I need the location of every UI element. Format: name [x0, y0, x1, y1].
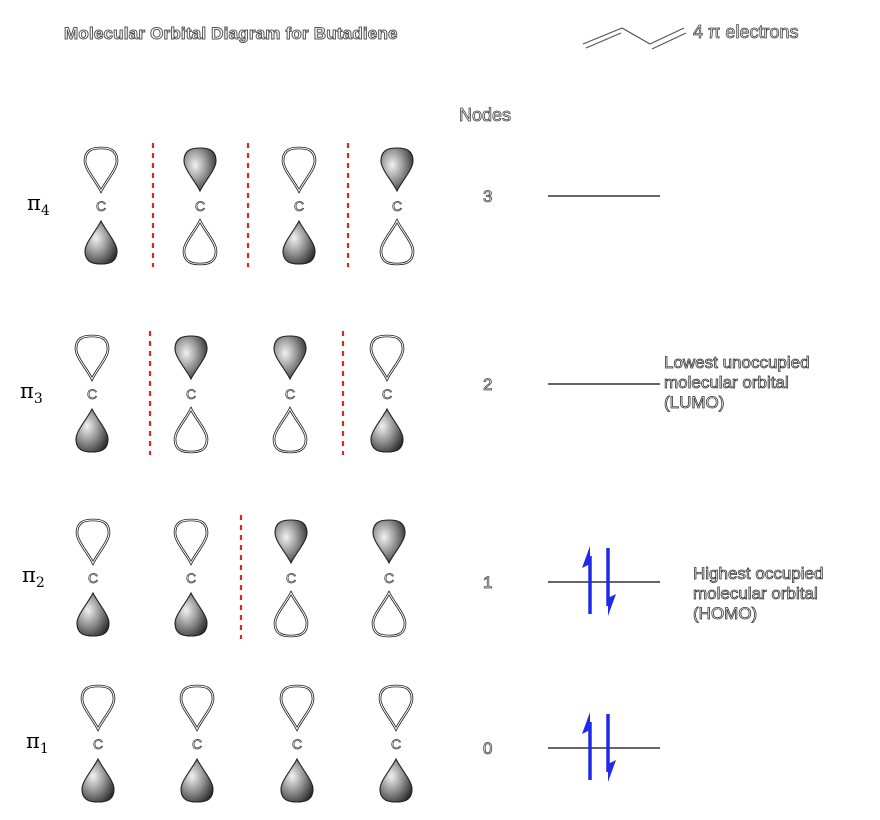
carbon-atom-label: C: [88, 570, 99, 587]
level-description-line: (LUMO): [664, 393, 725, 413]
orbital-label-pi3: π3: [20, 379, 43, 407]
carbon-atom-label: C: [391, 736, 402, 753]
p-orbital-bottom-lobe-pi1-c4: [379, 757, 413, 803]
level-description-line: (HOMO): [693, 604, 758, 624]
orbital-symbol: π: [20, 379, 34, 403]
orbital-label-pi4: π4: [27, 191, 50, 219]
p-orbital-bottom-lobe-pi4-c4: [379, 218, 415, 266]
p-orbital-top-lobe-pi2-c1: [75, 518, 111, 566]
carbon-atom-label: C: [292, 736, 303, 753]
carbon-atom-label: C: [286, 570, 297, 587]
p-orbital-bottom-lobe-pi1-c2: [180, 757, 214, 803]
p-orbital-bottom-lobe-pi2-c4: [371, 590, 407, 638]
node-count-pi2: 1: [483, 573, 493, 593]
level-description-line: molecular orbital: [664, 373, 790, 393]
carbon-atom-label: C: [285, 386, 296, 403]
p-orbital-top-lobe-pi1-c3: [279, 684, 315, 732]
orbital-index: 3: [33, 391, 43, 408]
p-orbital-bottom-lobe-pi4-c3: [282, 219, 316, 265]
carbon-atom-label: C: [192, 736, 203, 753]
electron-count-note: 4 π electrons: [693, 22, 799, 43]
carbon-atom-label: C: [294, 198, 305, 215]
carbon-atom-label: C: [93, 736, 104, 753]
p-orbital-bottom-lobe-pi3-c4: [370, 407, 404, 453]
node-count-pi4: 3: [483, 187, 493, 207]
p-orbital-top-lobe-pi3-c2: [174, 335, 208, 381]
orbital-symbol: π: [26, 729, 40, 753]
p-orbital-top-lobe-pi2-c4: [372, 519, 406, 565]
carbon-atom-label: C: [392, 198, 403, 215]
carbon-atom-label: C: [195, 198, 206, 215]
p-orbital-bottom-lobe-pi2-c2: [174, 591, 208, 637]
p-orbital-bottom-lobe-pi3-c1: [75, 407, 109, 453]
level-description-line: Lowest unoccupied: [664, 353, 810, 373]
p-orbital-top-lobe-pi1-c4: [378, 684, 414, 732]
orbital-index: 1: [39, 741, 49, 758]
carbon-atom-label: C: [186, 570, 197, 587]
p-orbital-top-lobe-pi4-c4: [380, 147, 414, 193]
p-orbital-top-lobe-pi2-c2: [173, 518, 209, 566]
p-orbital-top-lobe-pi2-c3: [274, 519, 308, 565]
p-orbital-top-lobe-pi3-c3: [273, 335, 307, 381]
p-orbital-bottom-lobe-pi3-c3: [272, 406, 308, 454]
orbital-label-pi1: π1: [26, 729, 49, 757]
p-orbital-bottom-lobe-pi1-c3: [280, 757, 314, 803]
node-count-pi1: 0: [483, 739, 493, 759]
p-orbital-bottom-lobe-pi2-c1: [76, 591, 110, 637]
p-orbital-top-lobe-pi1-c2: [179, 684, 215, 732]
diagram-title: Molecular Orbital Diagram for Butadiene: [64, 24, 399, 44]
electron-spin-up-arrow: [582, 712, 592, 780]
carbon-atom-label: C: [384, 570, 395, 587]
orbital-index: 4: [40, 203, 50, 220]
orbital-symbol: π: [22, 563, 36, 587]
carbon-atom-label: C: [382, 386, 393, 403]
p-orbital-top-lobe-pi1-c1: [80, 684, 116, 732]
node-count-pi3: 2: [483, 375, 493, 395]
carbon-atom-label: C: [96, 198, 107, 215]
p-orbital-top-lobe-pi3-c1: [74, 334, 110, 382]
carbon-atom-label: C: [87, 386, 98, 403]
orbital-label-pi2: π2: [22, 563, 45, 591]
p-orbital-bottom-lobe-pi2-c3: [273, 590, 309, 638]
level-description-line: Highest occupied: [693, 564, 824, 584]
electron-spin-down-arrow: [606, 714, 616, 782]
p-orbital-top-lobe-pi3-c4: [369, 334, 405, 382]
carbon-atom-label: C: [186, 386, 197, 403]
p-orbital-bottom-lobe-pi3-c2: [173, 406, 209, 454]
orbital-symbol: π: [27, 191, 41, 215]
p-orbital-top-lobe-pi4-c3: [281, 146, 317, 194]
orbital-index: 2: [35, 575, 45, 592]
electron-spin-up-arrow: [582, 546, 592, 614]
p-orbital-top-lobe-pi4-c1: [83, 146, 119, 194]
p-orbital-bottom-lobe-pi4-c2: [182, 218, 218, 266]
p-orbital-top-lobe-pi4-c2: [183, 147, 217, 193]
nodes-column-header: Nodes: [459, 105, 512, 126]
level-description-line: molecular orbital: [693, 584, 819, 604]
electron-spin-down-arrow: [606, 548, 616, 616]
p-orbital-bottom-lobe-pi4-c1: [84, 219, 118, 265]
p-orbital-bottom-lobe-pi1-c1: [81, 757, 115, 803]
